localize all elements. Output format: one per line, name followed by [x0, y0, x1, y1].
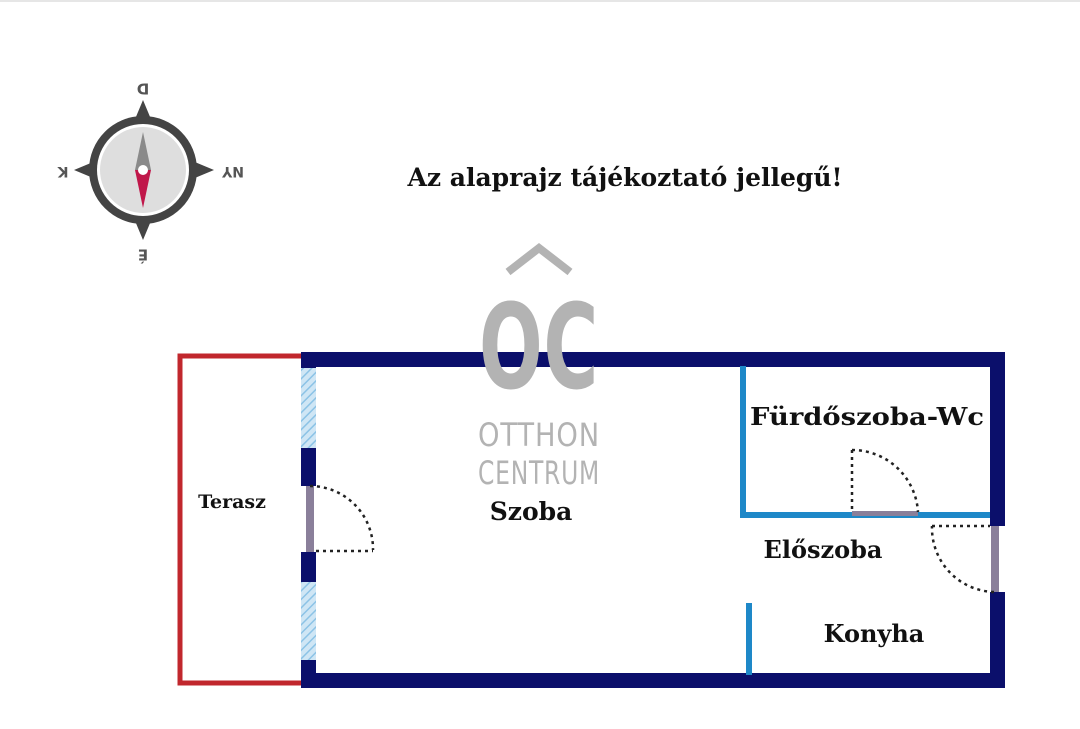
logo-line-1: OTTHON [478, 416, 600, 454]
disclaimer-notice: Az alaprajz tájékoztató jellegű! [407, 163, 843, 192]
entrance-door-swing [930, 525, 995, 594]
window-lower [301, 582, 316, 660]
wall-bottom [301, 673, 1005, 688]
compass-label-west: NY [221, 163, 244, 179]
compass-pivot [138, 165, 148, 175]
room-label-kitchen: Konyha [824, 619, 925, 648]
compass-label-east: K [56, 163, 68, 179]
room-label-room: Szoba [490, 497, 573, 526]
room-label-hall: Előszoba [764, 535, 883, 564]
logo-roof-icon [505, 242, 573, 276]
terrace-door-leaf [306, 486, 314, 552]
top-divider [0, 0, 1080, 2]
kitchen-partition [746, 603, 752, 675]
room-label-bathroom: Fürdőszoba-Wc [750, 402, 984, 431]
compass-label-north: É [138, 246, 148, 265]
room-label-terrace: Terasz [198, 491, 266, 513]
window-upper [301, 368, 316, 448]
compass-icon: D É K NY [56, 80, 244, 265]
wall-right [990, 352, 1005, 688]
logo-line-2: CENTRUM [478, 454, 600, 492]
entrance-door-leaf [991, 526, 999, 592]
bathroom-wall-vertical [740, 366, 746, 518]
terrace-outline [177, 353, 307, 686]
bathroom-door-swing [851, 448, 920, 513]
bathroom-door-leaf [852, 511, 918, 516]
compass-needle-gray [135, 132, 151, 170]
compass-label-south: D [137, 80, 149, 98]
wall-top [301, 352, 1005, 367]
otthon-centrum-logo: OC OTTHON CENTRUM [478, 242, 600, 492]
logo-mark: OC [479, 278, 599, 416]
compass-needle-red [135, 170, 151, 208]
terrace-door-swing [309, 484, 375, 551]
